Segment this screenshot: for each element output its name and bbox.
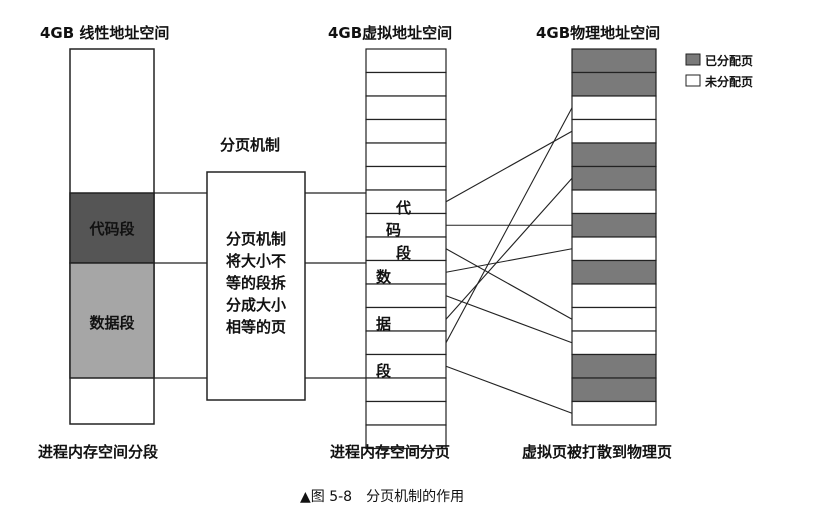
data-segment-block	[69, 262, 155, 379]
paging-description-line-2: 将大小不	[225, 252, 286, 270]
mapping-line	[445, 177, 573, 320]
virtual-page	[365, 48, 447, 74]
physical-page-group	[571, 48, 657, 426]
physical-page-unallocated	[571, 400, 657, 426]
physical-page-unallocated	[571, 236, 657, 262]
physical-page-allocated	[571, 71, 657, 97]
virtual-char-1: 代	[396, 199, 412, 217]
physical-space-caption: 虚拟页被打散到物理页	[522, 443, 673, 461]
physical-page-unallocated	[571, 118, 657, 144]
code-segment-label: 代码段	[89, 220, 135, 238]
mapping-line	[445, 130, 573, 203]
virtual-char-3: 段	[396, 244, 412, 262]
physical-space-title: 4GB物理地址空间	[536, 24, 661, 42]
paging-description-line-5: 相等的页	[225, 318, 286, 336]
virtual-char-5: 据	[376, 315, 392, 333]
physical-page-unallocated	[571, 330, 657, 356]
mapping-line	[445, 107, 573, 344]
virtual-page	[365, 400, 447, 426]
legend-unallocated-swatch	[685, 74, 701, 87]
virtual-char-4: 数	[376, 268, 392, 286]
linear-space-caption: 进程内存空间分段	[38, 443, 159, 461]
linear-space-title: 4GB 线性地址空间	[40, 24, 170, 42]
paging-description-line-4: 分成大小	[225, 296, 286, 314]
paging-mechanism-label: 分页机制	[220, 136, 281, 154]
physical-page-allocated	[571, 259, 657, 285]
physical-page-unallocated	[571, 283, 657, 309]
physical-page-allocated	[571, 353, 657, 379]
physical-page-allocated	[571, 48, 657, 74]
legend-unallocated-label: 未分配页	[705, 75, 754, 89]
paging-mechanism-box	[206, 171, 306, 401]
legend-allocated-label: 已分配页	[705, 54, 754, 68]
physical-page-unallocated	[571, 95, 657, 121]
mapping-line-group	[445, 107, 573, 414]
virtual-page	[365, 165, 447, 191]
paging-description-line-3: 等的段拆	[225, 274, 286, 292]
virtual-page	[365, 142, 447, 168]
paging-mechanism-description: 分页机制 将大小不 等的段拆 分成大小 相等的页	[208, 228, 304, 338]
virtual-char-6: 段	[376, 362, 392, 380]
physical-page-allocated	[571, 377, 657, 403]
physical-page-allocated	[571, 212, 657, 238]
virtual-space-caption: 进程内存空间分页	[330, 443, 451, 461]
mapping-line	[445, 248, 573, 320]
virtual-char-2: 码	[386, 221, 402, 239]
figure-caption: ▲图 5-8 分页机制的作用	[300, 489, 465, 505]
paging-description-line-1: 分页机制	[225, 230, 286, 248]
virtual-page	[365, 95, 447, 121]
mapping-line	[445, 295, 573, 344]
virtual-page	[365, 330, 447, 356]
mapping-line	[445, 248, 573, 273]
virtual-page-group	[365, 48, 447, 450]
physical-page-unallocated	[571, 306, 657, 332]
virtual-page	[365, 424, 447, 450]
physical-page-unallocated	[571, 189, 657, 215]
virtual-page	[365, 118, 447, 144]
legend-allocated-swatch	[685, 53, 701, 66]
virtual-page	[365, 71, 447, 97]
data-segment-label: 数据段	[89, 314, 135, 332]
physical-page-allocated	[571, 165, 657, 191]
virtual-page	[365, 377, 447, 403]
physical-page-allocated	[571, 142, 657, 168]
virtual-space-title: 4GB虚拟地址空间	[328, 24, 453, 42]
mapping-line	[445, 365, 573, 414]
virtual-page	[365, 283, 447, 309]
